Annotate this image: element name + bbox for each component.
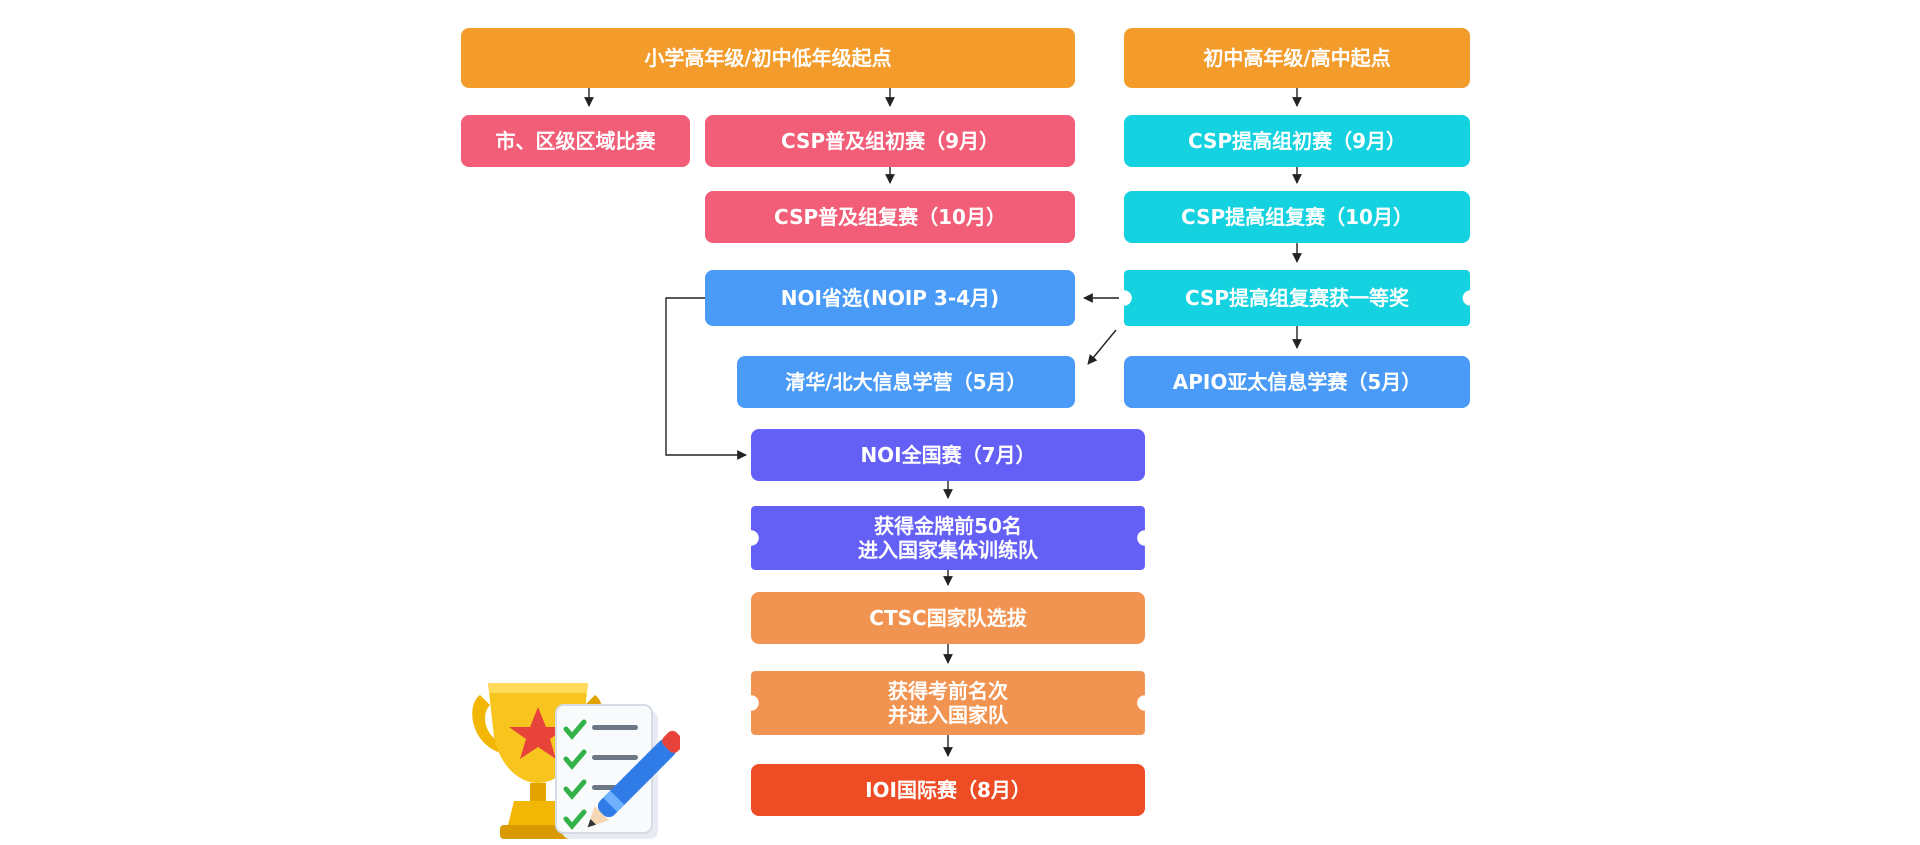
start-primary-node: 小学高年级/初中低年级起点 xyxy=(461,28,1075,88)
apio-node: APIO亚太信息学赛（5月） xyxy=(1124,356,1470,408)
csp-junior-first-round-node: CSP普及组初赛（9月） xyxy=(705,115,1075,167)
csp-junior-second-round-node: CSP普及组复赛（10月） xyxy=(705,191,1075,243)
noi-national-node: NOI全国赛（7月） xyxy=(751,429,1145,481)
csp-senior-first-round-node: CSP提高组初赛（9月） xyxy=(1124,115,1470,167)
start-senior-node: 初中高年级/高中起点 xyxy=(1124,28,1470,88)
pen-icon xyxy=(587,730,680,828)
top-rank-node: 获得考前名次 并进入国家队 xyxy=(751,671,1145,735)
csp-senior-second-round-node: CSP提高组复赛（10月） xyxy=(1124,191,1470,243)
ioi-node: IOI国际赛（8月） xyxy=(751,764,1145,816)
illustration xyxy=(472,683,680,839)
gold-top50-node: 获得金牌前50名 进入国家集体训练队 xyxy=(751,506,1145,570)
csp-senior-award-node: CSP提高组复赛获一等奖 xyxy=(1124,270,1470,326)
tsinghua-pku-camp-node: 清华/北大信息学营（5月） xyxy=(737,356,1075,408)
ctsc-node: CTSC国家队选拔 xyxy=(751,592,1145,644)
noi-provincial-node: NOI省选(NOIP 3-4月) xyxy=(705,270,1075,326)
edge-award-to-camp xyxy=(1087,329,1117,365)
regional-contest-node: 市、区级区域比赛 xyxy=(461,115,690,167)
